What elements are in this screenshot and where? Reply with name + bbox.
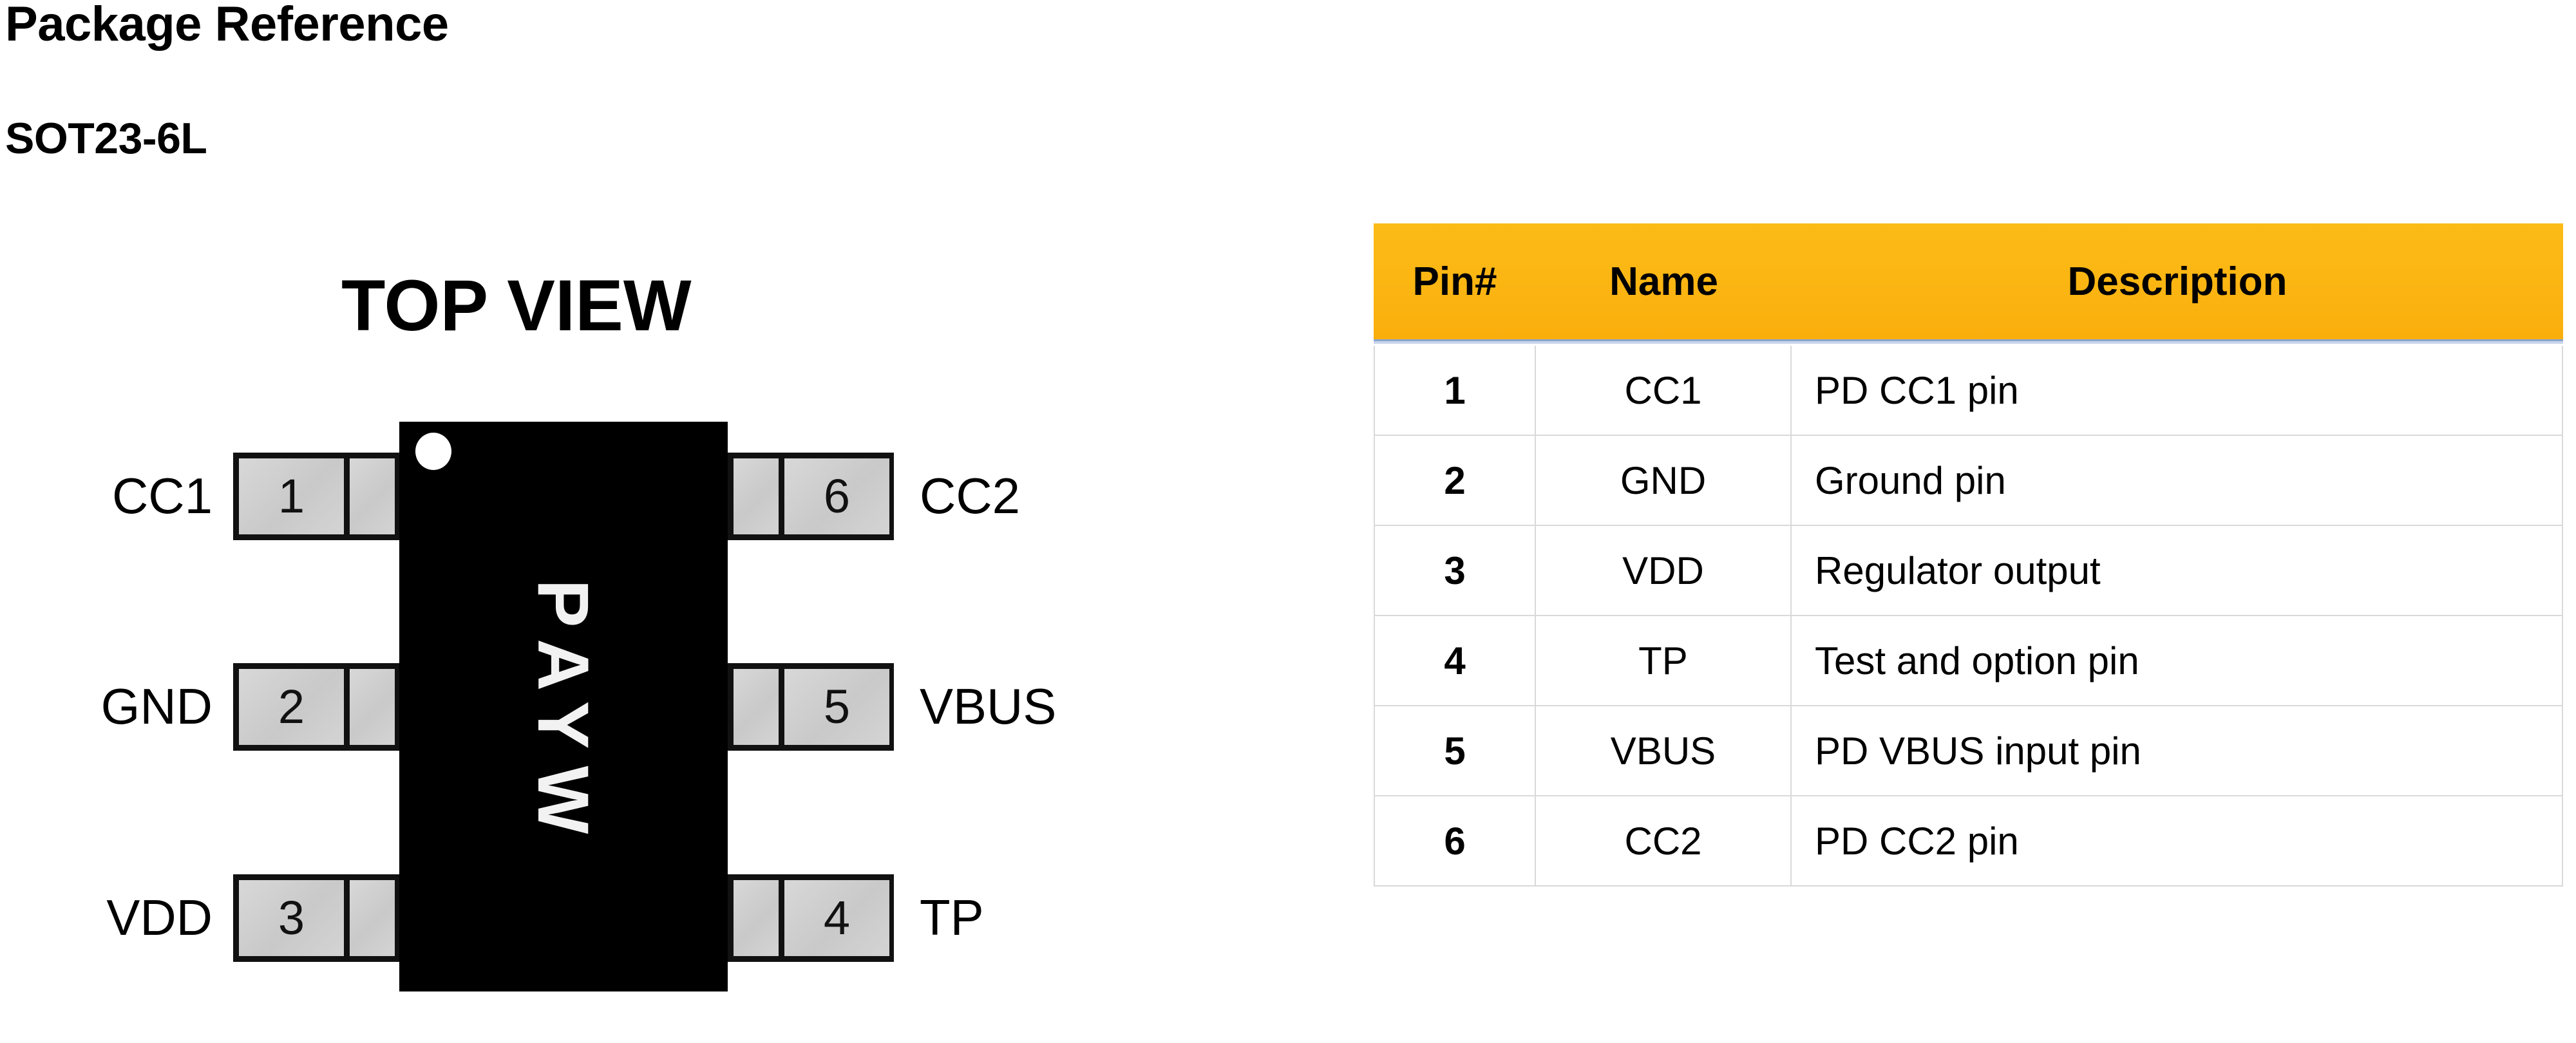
table-row: 4 TP Test and option pin <box>1374 616 2563 706</box>
table-header-row: Pin# Name Description <box>1374 223 2563 339</box>
pin-pad-5: 5 <box>728 663 894 751</box>
pin-pad-6: 6 <box>728 453 894 540</box>
cell-description: PD VBUS input pin <box>1792 706 2563 795</box>
pin1-dot-icon <box>415 433 451 470</box>
pin-label-cc2: CC2 <box>920 467 1021 524</box>
page-title: Package Reference <box>5 0 449 52</box>
pin-pad-1: 1 <box>233 453 399 540</box>
cell-pin: 5 <box>1374 706 1536 795</box>
cell-pin: 1 <box>1374 346 1536 435</box>
cell-description: PD CC1 pin <box>1792 346 2563 435</box>
cell-name: CC2 <box>1536 796 1792 885</box>
pin-lead-5 <box>734 669 779 745</box>
chip-body <box>399 422 728 991</box>
pin-number-5: 5 <box>784 669 889 745</box>
pin-description-table: Pin# Name Description 1 CC1 PD CC1 pin 2… <box>1374 223 2563 887</box>
cell-description: Ground pin <box>1792 436 2563 525</box>
column-header-description: Description <box>2067 259 2287 304</box>
pin-lead-6 <box>734 458 779 534</box>
pin-pad-4: 4 <box>728 874 894 962</box>
pin-label-tp: TP <box>920 889 984 946</box>
cell-pin: 3 <box>1374 526 1536 615</box>
package-name-heading: SOT23-6L <box>5 114 207 163</box>
chip-marking: PAYW <box>399 422 728 991</box>
cell-name: TP <box>1536 616 1792 705</box>
cell-name: GND <box>1536 436 1792 525</box>
table-row: 1 CC1 PD CC1 pin <box>1374 346 2563 436</box>
pin-number-3: 3 <box>239 880 344 956</box>
pin-number-6: 6 <box>784 458 889 534</box>
cell-pin: 4 <box>1374 616 1536 705</box>
pin-label-cc1: CC1 <box>111 467 213 524</box>
cell-pin: 6 <box>1374 796 1536 885</box>
pin-number-2: 2 <box>239 669 344 745</box>
cell-name: CC1 <box>1536 346 1792 435</box>
pin-lead-2 <box>350 669 395 745</box>
cell-name: VBUS <box>1536 706 1792 795</box>
cell-description: Regulator output <box>1792 526 2563 615</box>
table-row: 3 VDD Regulator output <box>1374 526 2563 616</box>
table-row: 2 GND Ground pin <box>1374 436 2563 526</box>
pin-lead-1 <box>350 458 395 534</box>
cell-description: Test and option pin <box>1792 616 2563 705</box>
chip-marking-text: PAYW <box>523 579 604 851</box>
table-row: 5 VBUS PD VBUS input pin <box>1374 706 2563 796</box>
cell-name: VDD <box>1536 526 1792 615</box>
cell-pin: 2 <box>1374 436 1536 525</box>
pin-label-gnd: GND <box>100 678 213 735</box>
column-header-name: Name <box>1609 259 1718 304</box>
package-diagram: TOP VIEW 1 2 3 6 5 4 PAYW CC1 GND VDD CC… <box>100 265 1057 991</box>
pin-number-4: 4 <box>784 880 889 956</box>
cell-description: PD CC2 pin <box>1792 796 2563 885</box>
table-row: 6 CC2 PD CC2 pin <box>1374 796 2563 887</box>
pin-pad-3: 3 <box>233 874 399 962</box>
pin-lead-3 <box>350 880 395 956</box>
table-body: 1 CC1 PD CC1 pin 2 GND Ground pin 3 VDD … <box>1374 346 2563 887</box>
pin-number-1: 1 <box>239 458 344 534</box>
pin-lead-4 <box>734 880 779 956</box>
column-header-pin: Pin# <box>1412 259 1497 304</box>
pin-label-vdd: VDD <box>106 889 213 946</box>
pin-label-vbus: VBUS <box>920 678 1057 735</box>
pin-pad-2: 2 <box>233 663 399 751</box>
top-view-label: TOP VIEW <box>341 265 692 346</box>
